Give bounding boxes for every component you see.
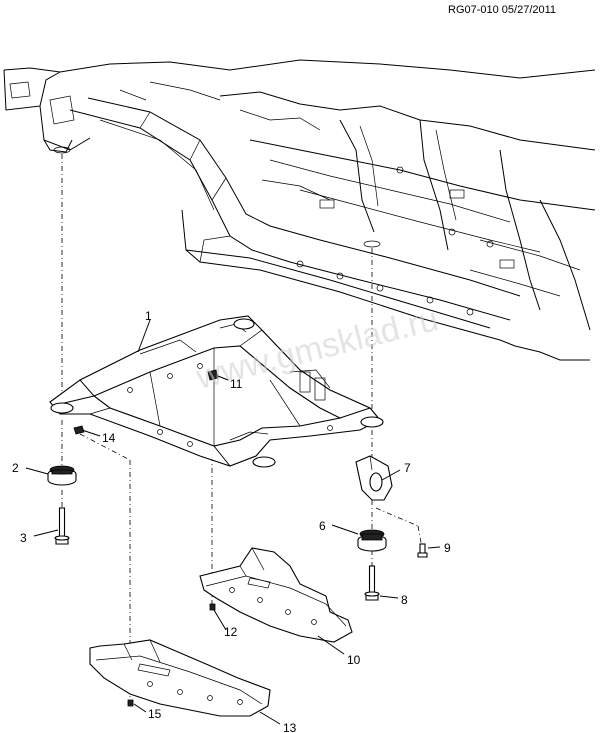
alignment-lines [61,154,423,705]
right-isolator [357,529,387,552]
leader-lines [25,319,441,725]
callout-2: 2 [12,461,19,475]
vehicle-underbody [3,59,596,361]
left-bolt [54,507,70,545]
callout-13: 13 [283,721,297,733]
callout-3: 3 [20,531,27,545]
callout-6: 6 [319,519,326,533]
left-isolator [47,465,77,486]
callout-7: 7 [404,461,411,475]
callout-labels: 1 2 3 6 7 8 9 10 11 12 13 14 15 [12,309,451,733]
callout-10: 10 [347,653,361,667]
deflector-upper [199,547,353,643]
right-bolt [364,565,380,601]
callout-9: 9 [444,541,451,555]
callout-12: 12 [224,625,238,639]
callout-8: 8 [401,593,408,607]
frame-cradle [49,315,384,468]
callout-15: 15 [148,707,162,721]
reference-code: RG07-010 05/27/2011 [448,4,557,16]
callout-1: 1 [145,309,152,323]
callout-11: 11 [230,377,243,391]
bracket [355,455,393,501]
callout-14: 14 [102,431,116,445]
deflector-lower [89,639,271,717]
nut-clips [73,369,219,707]
bolt-small [417,543,428,558]
